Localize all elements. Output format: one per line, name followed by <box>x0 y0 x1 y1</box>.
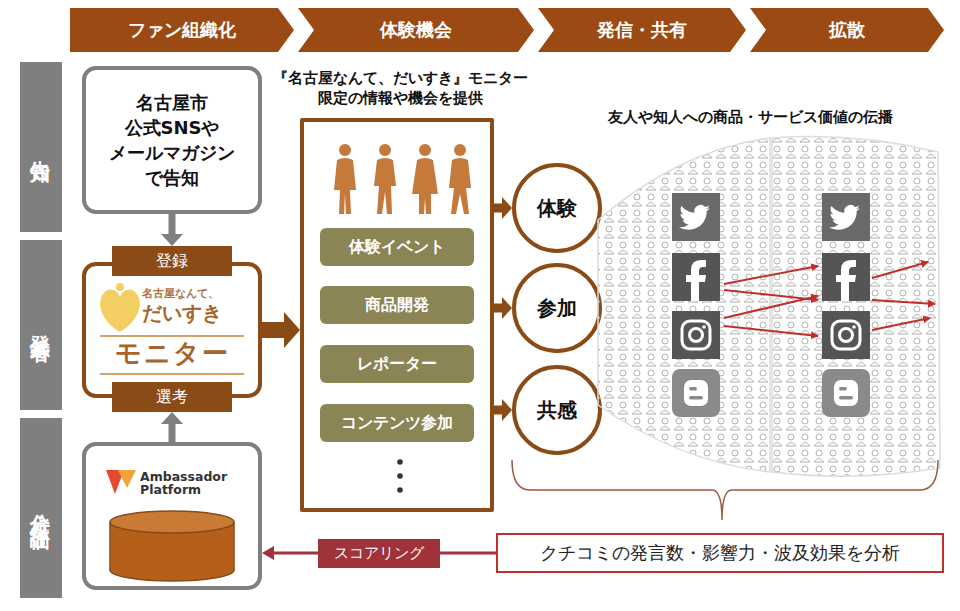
stage-chevron: 拡散 <box>750 8 944 52</box>
node-text: 名古屋市 公式SNSや メールマガジン で告知 <box>92 90 252 190</box>
arrow-head <box>502 197 512 219</box>
monitor-box: 名古屋なんて、だいすきモニター登録選考 <box>82 262 262 398</box>
instagram-icon <box>822 311 870 359</box>
action-circle: 参加 <box>512 263 602 353</box>
spread-arrow <box>724 296 818 318</box>
node-text: 登録者 <box>28 319 55 331</box>
chevron-fill <box>750 8 944 52</box>
notice-box: 名古屋市 公式SNSや メールマガジン で告知 <box>82 66 262 214</box>
node-text: 参加 <box>537 295 577 322</box>
connector <box>494 197 512 219</box>
node-text: 選考 <box>156 387 188 408</box>
spread-arrow <box>872 262 928 278</box>
spread-arrow <box>724 326 818 336</box>
instagram-icon <box>672 311 720 359</box>
node-text: クチコミの発言数・影響力・波及効果を分析 <box>540 541 900 565</box>
node-text: レポーター <box>357 354 437 375</box>
arrow-head <box>161 412 183 424</box>
item-box: コンテンツ参加 <box>320 404 474 442</box>
node-text: 体験イベント <box>349 237 445 258</box>
free-label: 友人や知人への商品・サービス価値の伝播 <box>555 108 945 127</box>
node-text: コンテンツ参加 <box>341 413 453 434</box>
row-band: 告知 <box>20 62 62 232</box>
node-text: 登録 <box>156 251 188 272</box>
node-text: 発信・共有 <box>597 18 687 42</box>
node-text: モニター <box>86 336 258 371</box>
arrow-head <box>502 297 512 319</box>
audience-wedge <box>772 137 940 477</box>
spread-arrow <box>872 318 930 330</box>
node-text: 拡散 <box>829 18 865 42</box>
arrow-head <box>502 399 512 421</box>
arrow-head <box>284 312 300 348</box>
arrow-head <box>161 234 183 246</box>
platform-box: Ambassador Platform <box>82 442 262 590</box>
facebook-icon <box>822 253 870 301</box>
node-text: 告知 <box>28 143 55 151</box>
item-box: レポーター <box>320 345 474 383</box>
stage-chevron: ファン組織化 <box>70 8 294 52</box>
connector <box>494 297 512 319</box>
spread-arrows <box>724 262 935 336</box>
chevron-fill <box>70 8 294 52</box>
spread-arrow <box>724 266 818 284</box>
spread-arrow <box>724 290 818 300</box>
node-text: 体験機会 <box>380 18 452 42</box>
twitter-icon <box>672 193 720 241</box>
row-band: 分析・評価 <box>20 418 62 598</box>
connector-line <box>169 214 176 235</box>
analysis-box: クチコミの発言数・影響力・波及効果を分析 <box>496 533 944 573</box>
blogger-icon <box>822 369 870 417</box>
action-circle: 体験 <box>512 163 602 253</box>
node-text: 商品開発 <box>365 295 429 316</box>
stage-chevron: 発信・共有 <box>538 8 746 52</box>
connector-line <box>169 423 176 442</box>
chevron-fill <box>298 8 534 52</box>
action-circle: 共感 <box>512 365 602 455</box>
node-text: Ambassador Platform <box>140 470 300 496</box>
node-text: 分析・評価 <box>28 498 55 518</box>
edge-label: スコアリング <box>318 539 440 568</box>
stage-chevron: 体験機会 <box>298 8 534 52</box>
opportunity-box: 『名古屋なんて、だいすき』モニター 限定の情報や機会を提供体験イベント商品開発レ… <box>300 118 494 512</box>
item-box: 商品開発 <box>320 286 474 324</box>
spread-arrow <box>872 300 935 304</box>
node-text: 共感 <box>537 397 577 424</box>
node-text: だいすき <box>142 300 222 327</box>
node-text: ファン組織化 <box>128 18 236 42</box>
connector <box>494 399 512 421</box>
node-text: 『名古屋なんて、だいすき』モニター 限定の情報や機会を提供 <box>258 68 542 108</box>
connector-line <box>494 304 503 313</box>
chevron-fill <box>538 8 746 52</box>
tab-label: 登録 <box>112 246 232 276</box>
twitter-icon <box>822 193 870 241</box>
bracket <box>512 460 938 520</box>
connector-line <box>494 406 503 415</box>
blogger-icon <box>672 369 720 417</box>
facebook-icon <box>672 253 720 301</box>
connector <box>262 312 300 348</box>
tab-label: 選考 <box>112 382 232 412</box>
audience-wedge <box>598 138 770 472</box>
connector <box>161 412 183 442</box>
node-text: 体験 <box>537 195 577 222</box>
connector <box>161 214 183 246</box>
connector-line <box>262 322 285 338</box>
item-box: 体験イベント <box>320 228 474 266</box>
arrow-head <box>262 546 274 560</box>
connector-line <box>494 204 503 213</box>
node-text: 名古屋なんて、 <box>142 286 219 301</box>
row-band: 登録者 <box>20 240 62 410</box>
